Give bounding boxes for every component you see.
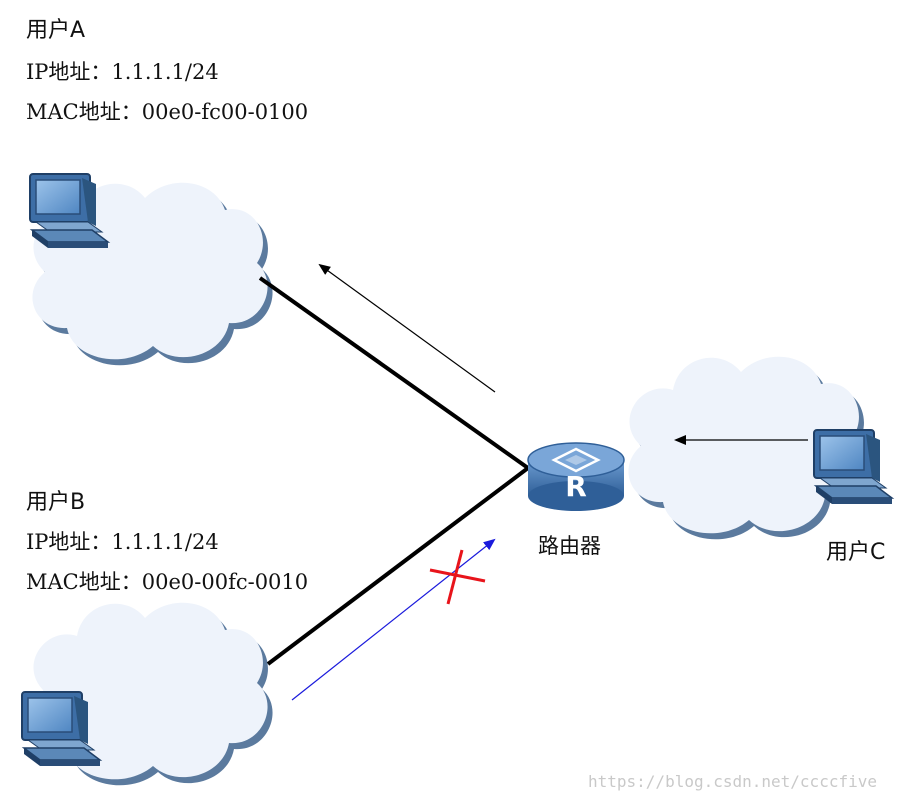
user-c-name: 用户C [826, 540, 886, 565]
arrow-to-user-a [318, 263, 496, 393]
link-b-router [266, 466, 530, 666]
router-glyph: R [565, 470, 587, 503]
user-a-mac: MAC地址：00e0-fc00-0100 [26, 100, 309, 124]
router-icon: R [527, 442, 625, 511]
user-a-name: 用户A [26, 18, 86, 43]
user-b-mac: MAC地址：00e0-00fc-0010 [26, 570, 309, 594]
arrow-from-user-b [291, 538, 496, 701]
pc-icon-user-c [813, 429, 893, 505]
user-a-ip: IP地址：1.1.1.1/24 [26, 60, 219, 84]
blocked-cross-mark [429, 549, 486, 605]
user-b-ip: IP地址：1.1.1.1/24 [26, 530, 219, 554]
router-label: 路由器 [538, 534, 601, 558]
user-b-name: 用户B [26, 490, 86, 515]
watermark: https://blog.csdn.net/ccccfive [588, 772, 877, 791]
link-a-router [258, 276, 530, 470]
